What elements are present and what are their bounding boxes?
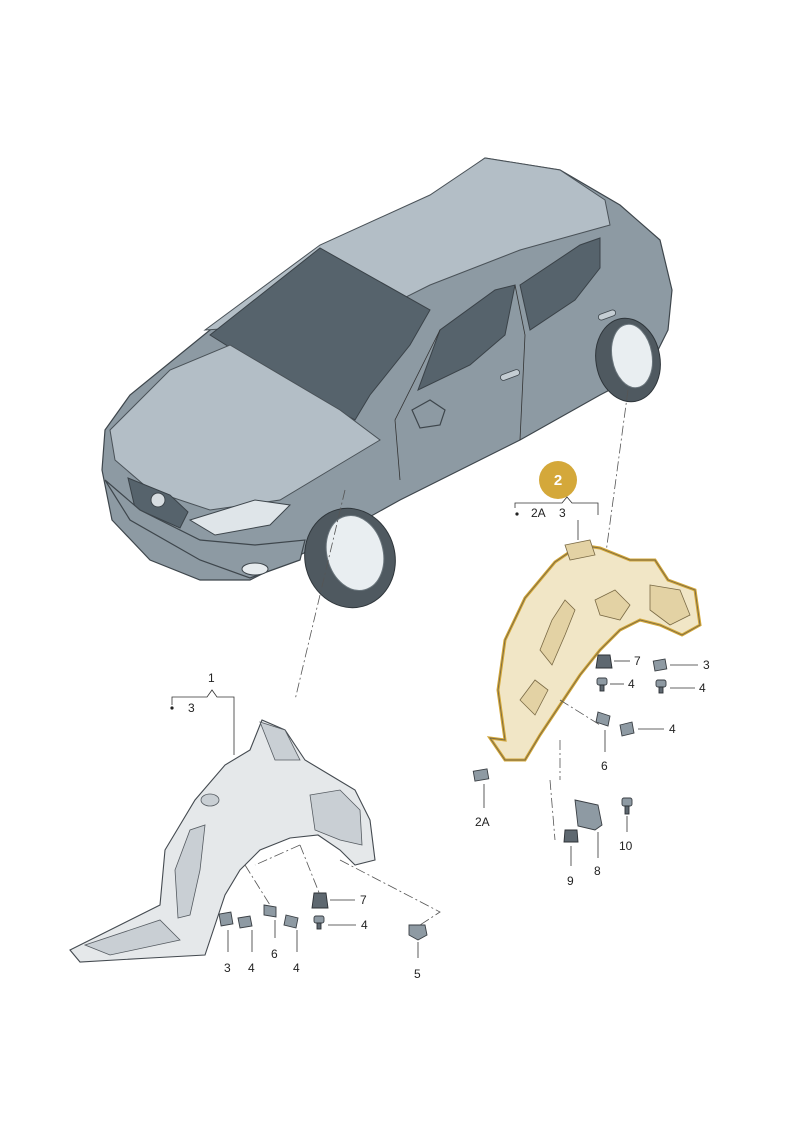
clip-icon — [595, 654, 613, 669]
bracket-icon — [574, 799, 603, 831]
label-screw-4-left-b: 4 — [248, 961, 255, 975]
label-screw-4-left-a: 4 — [361, 918, 368, 932]
clip-icon — [408, 924, 428, 941]
screw-icon — [619, 721, 635, 737]
label-3-group: 3 — [559, 506, 566, 520]
left-fasteners: 7 4 3 4 6 4 5 — [218, 892, 428, 981]
label-liner-3: 3 — [188, 701, 195, 715]
nut-icon — [218, 911, 234, 927]
rear-wheel-housing-liner — [486, 539, 702, 762]
screw-icon — [313, 915, 325, 924]
label-clip-7: 7 — [634, 654, 641, 668]
label-screw-4-left-c: 4 — [293, 961, 300, 975]
front-wheel-housing-liner — [69, 719, 376, 963]
clip-icon — [311, 892, 329, 909]
leader-rear-wheel — [604, 389, 629, 561]
label-nut-3-left: 3 — [224, 961, 231, 975]
label-2a-group: 2A — [531, 506, 546, 520]
car-illustration — [101, 157, 673, 609]
label-clip-5: 5 — [414, 967, 421, 981]
group-bracket-right — [514, 496, 599, 515]
right-fasteners: 7 4 3 4 4 6 2A 8 9 — [472, 654, 710, 888]
label-liner-1: 1 — [208, 671, 215, 685]
label-clip-7-left: 7 — [360, 893, 367, 907]
label-screw-6: 6 — [601, 759, 608, 773]
highlight-number: 2 — [554, 472, 562, 489]
nut-icon — [472, 768, 490, 782]
group-bracket-left — [171, 689, 235, 755]
screw-icon — [621, 797, 633, 807]
label-screw-6-left: 6 — [271, 947, 278, 961]
label-screw-4b: 4 — [699, 681, 706, 695]
screw-icon — [263, 904, 277, 918]
label-screw-4c: 4 — [669, 722, 676, 736]
screw-icon — [283, 914, 299, 929]
label-screw-4a: 4 — [628, 677, 635, 691]
label-clip-9: 9 — [567, 874, 574, 888]
screw-icon — [237, 915, 253, 929]
screw-icon — [655, 679, 667, 688]
label-screw-10: 10 — [619, 839, 633, 853]
highlight-callout: 2 — [539, 461, 577, 499]
highlight-badge — [539, 461, 577, 499]
screw-icon — [596, 677, 608, 686]
label-nut-2a: 2A — [475, 815, 490, 829]
label-bracket-8: 8 — [594, 864, 601, 878]
screw-icon — [595, 711, 611, 727]
nut-icon — [652, 658, 668, 672]
clip-icon — [563, 829, 579, 843]
label-nut-3: 3 — [703, 658, 710, 672]
